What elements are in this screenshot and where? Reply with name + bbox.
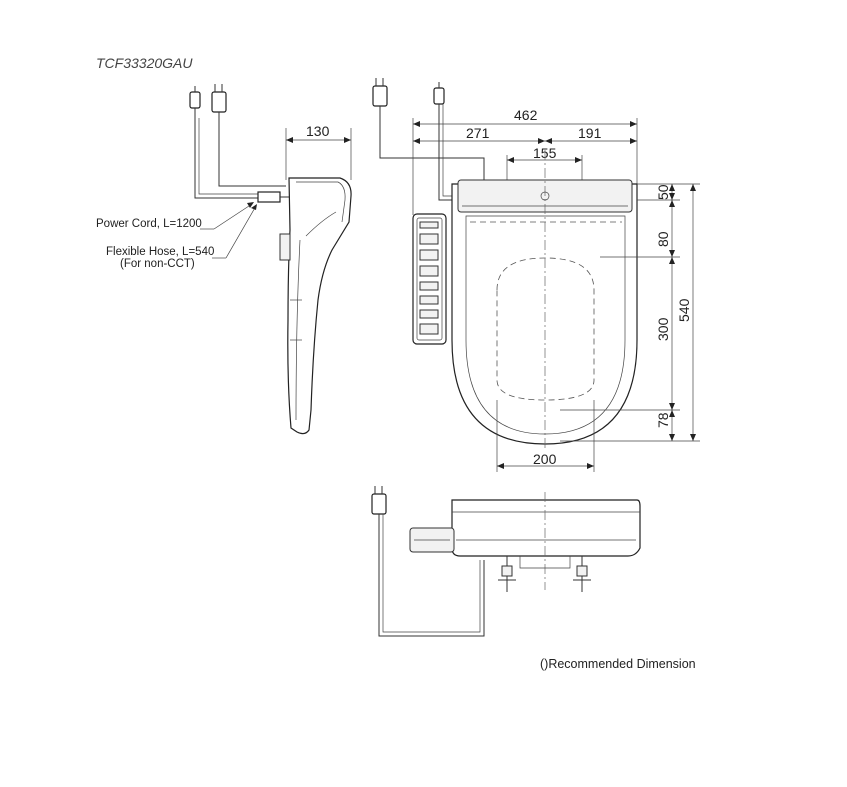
label-hose-note: (For non-CCT) [120, 258, 195, 270]
dim-50: 50 [655, 184, 671, 200]
seat-side-profile [287, 177, 352, 435]
top-view: 462 271 191 155 [372, 78, 700, 472]
mounting-bolt-right [573, 556, 591, 592]
power-plug-icon [211, 84, 227, 128]
seat-front-profile [451, 499, 641, 557]
model-title: TCF33320GAU [96, 55, 193, 71]
hose-line [194, 118, 258, 199]
dim-80: 80 [655, 231, 671, 247]
front-view [371, 486, 641, 637]
label-power-cord: Power Cord, L=1200 [96, 218, 202, 230]
hose-connector-icon [189, 86, 201, 118]
dim-overall-width: 462 [514, 107, 538, 123]
dim-side-depth: 130 [306, 123, 330, 139]
power-plug-icon [371, 486, 387, 515]
dim-bowl-width: 200 [533, 451, 557, 467]
dim-left-width: 271 [466, 125, 490, 141]
control-panel [412, 213, 447, 345]
dim-overall-length: 540 [676, 298, 692, 322]
mounting-bolt-left [498, 556, 516, 592]
dim-right-width: 191 [578, 125, 602, 141]
power-plug-icon [372, 78, 388, 120]
dim-78: 78 [655, 412, 671, 428]
hinge-block [279, 233, 291, 261]
bowl-opening [496, 257, 595, 401]
side-view: 130 Power Cord, L=1200 Flexible Hose, L=… [96, 84, 352, 435]
power-cord-line [218, 128, 286, 187]
hose-fitting [257, 191, 281, 203]
label-flexible-hose: Flexible Hose, L=540 [106, 246, 214, 258]
recommended-dimension-note: ()Recommended Dimension [540, 657, 696, 671]
dim-300: 300 [655, 317, 671, 341]
hose-connector-icon [433, 82, 445, 105]
